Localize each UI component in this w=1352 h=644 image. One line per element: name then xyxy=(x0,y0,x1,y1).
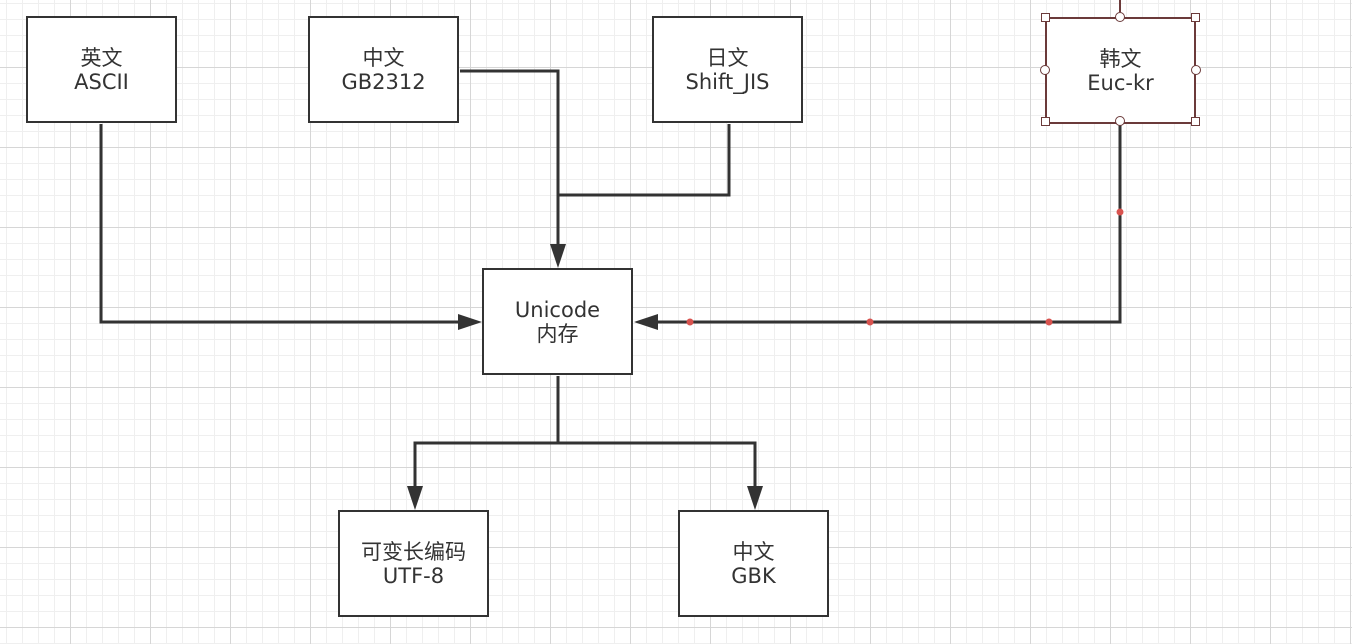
node-label-top: 中文 xyxy=(362,45,405,70)
waypoint-handle[interactable] xyxy=(866,318,874,326)
connector-unicode-to-gbk[interactable] xyxy=(558,441,757,505)
arrowhead-euckr-to-unicode xyxy=(634,314,658,330)
node-label-top: 可变长编码 xyxy=(361,539,466,564)
connector-euckr-to-unicode[interactable] xyxy=(640,124,1122,324)
node-label-bottom: GB2312 xyxy=(341,69,426,94)
waypoint-handle[interactable] xyxy=(686,318,694,326)
resize-handle-bottom-right[interactable] xyxy=(1191,117,1200,126)
node-label-bottom: UTF-8 xyxy=(382,563,445,588)
resize-handle-top-left[interactable] xyxy=(1041,13,1050,22)
resize-handle-top-right[interactable] xyxy=(1191,13,1200,22)
waypoint-handle[interactable] xyxy=(1116,208,1124,216)
connection-handle-left[interactable] xyxy=(1040,65,1050,75)
node-label-bottom: 内存 xyxy=(536,321,579,346)
node-label-top: 中文 xyxy=(732,539,775,564)
connector-gb2312-to-unicode[interactable] xyxy=(460,69,560,262)
arrowhead-gb2312-to-unicode xyxy=(550,244,566,268)
node-label-bottom: ASCII xyxy=(74,69,129,94)
connector-ascii-to-unicode[interactable] xyxy=(99,124,477,326)
node-japanese-shiftjis[interactable]: 日文 Shift_JIS xyxy=(652,16,803,123)
connection-handle-top[interactable] xyxy=(1115,12,1125,22)
node-label-bottom: GBK xyxy=(731,563,776,588)
node-utf8[interactable]: 可变长编码 UTF-8 xyxy=(338,510,489,617)
node-korean-euckr[interactable]: 韩文 Euc-kr xyxy=(1045,17,1196,124)
connection-handle-bottom[interactable] xyxy=(1115,116,1125,126)
arrowhead-ascii-to-unicode xyxy=(458,314,482,330)
node-label-top: 英文 xyxy=(80,45,123,70)
resize-handle-bottom-left[interactable] xyxy=(1041,117,1050,126)
node-chinese-gb2312[interactable]: 中文 GB2312 xyxy=(308,16,459,123)
arrowhead-unicode-to-gbk xyxy=(747,486,763,510)
node-label-top: 韩文 xyxy=(1099,46,1142,71)
waypoint-handle[interactable] xyxy=(1045,318,1053,326)
connector-unicode-to-utf8[interactable] xyxy=(413,441,558,505)
node-label-bottom: Shift_JIS xyxy=(685,69,770,94)
node-label-top: Unicode xyxy=(514,297,601,322)
rotation-handle-stem xyxy=(1119,0,1121,12)
node-english-ascii[interactable]: 英文 ASCII xyxy=(26,16,177,123)
connector-shiftjis-to-unicode[interactable] xyxy=(558,124,731,197)
arrowhead-unicode-to-utf8 xyxy=(407,486,423,510)
node-chinese-gbk[interactable]: 中文 GBK xyxy=(678,510,829,617)
connection-handle-right[interactable] xyxy=(1191,65,1201,75)
node-label-top: 日文 xyxy=(706,45,749,70)
node-label-bottom: Euc-kr xyxy=(1087,70,1154,95)
node-unicode-memory[interactable]: Unicode 内存 xyxy=(482,268,633,375)
